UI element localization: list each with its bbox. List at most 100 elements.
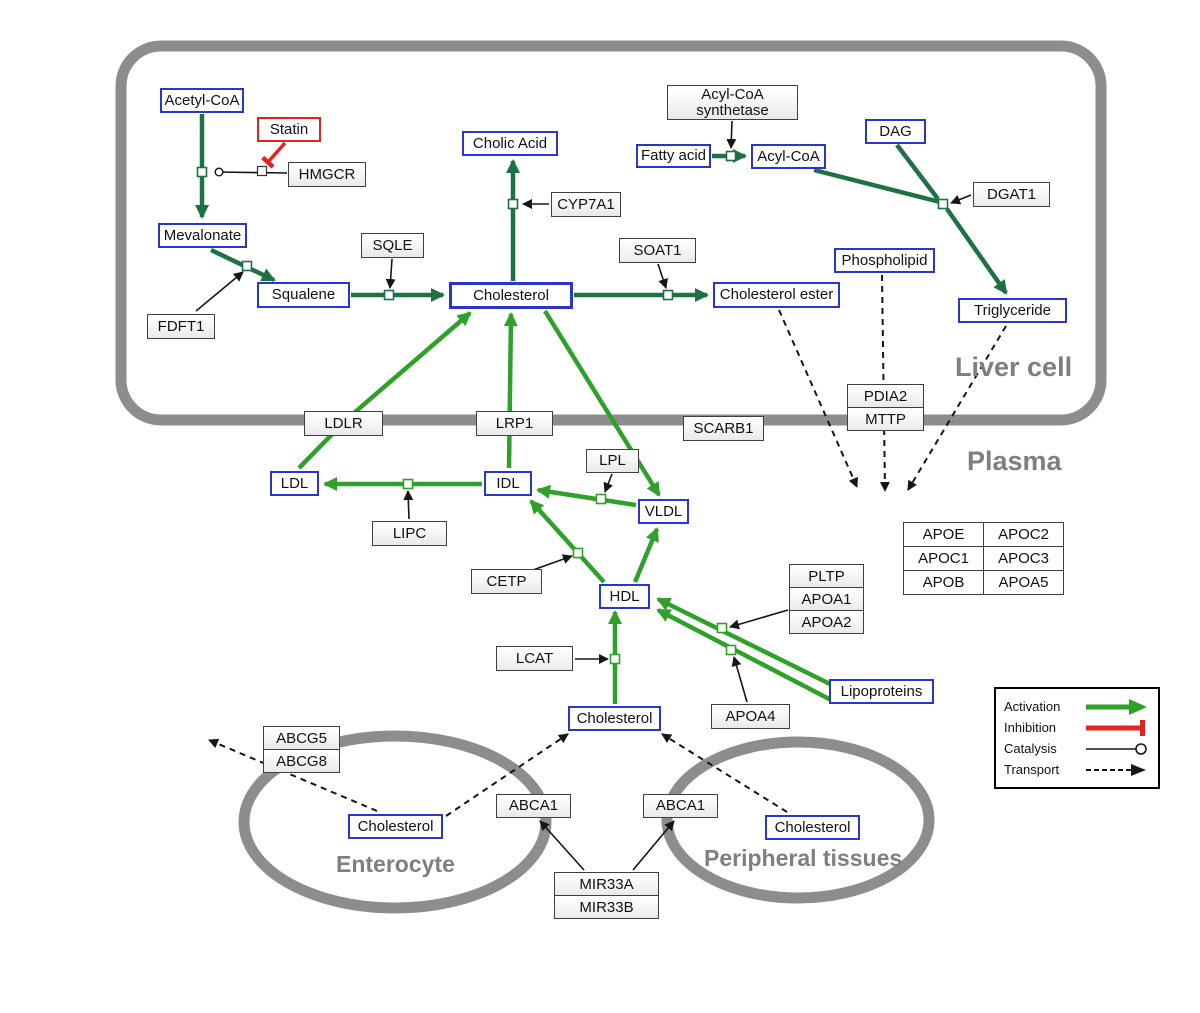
node-cholesterol-ester[interactable]: Cholesterol ester: [713, 282, 840, 308]
peripheral-tissues-label: Peripheral tissues: [704, 845, 903, 871]
node-dgat1[interactable]: DGAT1: [973, 182, 1050, 207]
node-cyp7a1[interactable]: CYP7A1: [551, 192, 621, 217]
peripheral-tissues-membrane: [661, 736, 935, 904]
node-apoc1[interactable]: APOC1: [903, 546, 984, 571]
edge-catalysis-lipc: [403, 490, 414, 520]
node-apoa5[interactable]: APOA5: [983, 570, 1064, 595]
node-mevalonate[interactable]: Mevalonate: [158, 223, 247, 248]
node-apob[interactable]: APOB: [903, 570, 984, 595]
edge-vldl-idl: [536, 484, 637, 508]
node-hmgcr[interactable]: HMGCR: [288, 162, 366, 187]
edge-cholesterol-vldl: [543, 309, 661, 497]
edge-mir33-abca1-left: [539, 820, 585, 871]
node-acyl-coa-synthetase[interactable]: Acyl-CoA synthetase: [667, 85, 798, 120]
node-fdft1[interactable]: FDFT1: [147, 314, 215, 339]
node-dag[interactable]: DAG: [865, 119, 926, 144]
node-squalene[interactable]: Squalene: [257, 282, 350, 308]
node-apoc2[interactable]: APOC2: [983, 522, 1064, 547]
node-abcg8[interactable]: ABCG8: [263, 749, 340, 773]
node-cholic-acid[interactable]: Cholic Acid: [462, 131, 558, 156]
edge-transport-abcg-efflux: [208, 738, 378, 812]
node-lrp1[interactable]: LRP1: [476, 411, 553, 436]
node-apoa2[interactable]: APOA2: [789, 610, 864, 634]
liver-cell-label: Liver cell: [955, 352, 1073, 382]
edge-lipoproteins-hdl-upper: [656, 596, 831, 687]
node-scarb1[interactable]: SCARB1: [683, 416, 764, 441]
edge-hdl-vldl: [632, 527, 660, 583]
edge-transport-peripheral-cholesterol: [661, 733, 788, 813]
transport-dashed-arrow-icon: [1086, 763, 1146, 776]
node-ldlr[interactable]: LDLR: [304, 411, 383, 436]
statin-anchor-node: [256, 165, 268, 177]
edge-transport-phospholipid: [879, 274, 890, 492]
node-lipoproteins[interactable]: Lipoproteins: [829, 679, 934, 704]
node-fatty-acid[interactable]: Fatty acid: [636, 144, 711, 168]
edge-catalysis-fdft1: [195, 271, 244, 312]
edge-catalysis-soat1: [657, 263, 668, 289]
node-cetp[interactable]: CETP: [471, 569, 542, 594]
node-cholesterol-plasma[interactable]: Cholesterol: [568, 706, 661, 731]
legend-inhibition-label: Inhibition: [1004, 720, 1057, 735]
node-cholesterol-peripheral[interactable]: Cholesterol: [765, 815, 860, 840]
node-statin[interactable]: Statin: [257, 117, 321, 142]
node-acetyl-coa[interactable]: Acetyl-CoA: [160, 88, 244, 113]
edge-ldl-ldlr-cholesterol: [297, 311, 472, 470]
node-triglyceride[interactable]: Triglyceride: [958, 298, 1067, 323]
legend-transport-label: Transport: [1004, 762, 1060, 777]
legend-row-activation: Activation: [1004, 696, 1150, 717]
liver-cell-membrane: [115, 40, 1107, 426]
edge-transport-enterocyte-cholesterol: [445, 733, 569, 817]
node-mttp[interactable]: MTTP: [847, 407, 924, 431]
node-cholesterol-liver[interactable]: Cholesterol: [449, 282, 573, 309]
edge-catalysis-acylcoa-synthetase: [726, 120, 737, 149]
node-soat1[interactable]: SOAT1: [619, 238, 696, 263]
node-apoc3[interactable]: APOC3: [983, 546, 1064, 571]
node-hdl[interactable]: HDL: [599, 584, 650, 609]
stack-pltp-apoa1-apoa2: PLTP APOA1 APOA2: [789, 564, 864, 634]
edge-idl-lrp1-cholesterol: [503, 312, 518, 469]
stack-mir33a-mir33b: MIR33A MIR33B: [554, 872, 659, 919]
node-abcg5[interactable]: ABCG5: [263, 726, 340, 750]
edge-catalysis-pltp-apoa: [729, 609, 789, 630]
edge-acylcoa-junction: [813, 167, 941, 205]
edge-hdl-idl-cetp: [529, 499, 606, 584]
catalysis-circle-icon: [1086, 742, 1147, 755]
node-pdia2[interactable]: PDIA2: [847, 384, 924, 408]
node-pltp[interactable]: PLTP: [789, 564, 864, 588]
node-ldl[interactable]: LDL: [270, 471, 319, 496]
node-acyl-coa[interactable]: Acyl-CoA: [751, 144, 826, 169]
enterocyte-label: Enterocyte: [336, 851, 455, 877]
node-lpl[interactable]: LPL: [586, 449, 639, 473]
node-abca1-peripheral[interactable]: ABCA1: [643, 794, 718, 818]
node-apoa1[interactable]: APOA1: [789, 587, 864, 611]
legend-activation-label: Activation: [1004, 699, 1061, 714]
edge-dag-junction: [895, 143, 940, 201]
node-apoe[interactable]: APOE: [903, 522, 984, 547]
apolipoprotein-table: APOE APOC2 APOC1 APOC3 APOB APOA5: [903, 522, 1064, 595]
edge-catalysis-cetp: [532, 554, 573, 571]
node-idl[interactable]: IDL: [484, 471, 532, 496]
edge-mir33-abca1-right: [632, 820, 675, 871]
node-abca1-enterocyte[interactable]: ABCA1: [496, 794, 571, 818]
legend-row-catalysis: Catalysis: [1004, 738, 1150, 759]
node-mir33a[interactable]: MIR33A: [554, 872, 659, 896]
node-phospholipid[interactable]: Phospholipid: [834, 248, 935, 273]
node-apoa4[interactable]: APOA4: [711, 704, 790, 729]
edge-lipoproteins-hdl-lower: [656, 608, 835, 703]
legend-catalysis-label: Catalysis: [1004, 741, 1057, 756]
edge-transport-triglyceride: [907, 325, 1007, 491]
edge-transport-cholesterolester: [778, 309, 858, 488]
node-sqle[interactable]: SQLE: [361, 233, 424, 258]
node-cholesterol-enterocyte[interactable]: Cholesterol: [348, 814, 443, 839]
node-vldl[interactable]: VLDL: [638, 499, 689, 524]
stack-pdia2-mttp: PDIA2 MTTP: [847, 384, 924, 431]
node-mir33b[interactable]: MIR33B: [554, 895, 659, 919]
activation-arrow-icon: [1086, 698, 1147, 715]
node-lcat[interactable]: LCAT: [496, 646, 573, 671]
edge-catalysis-sqle: [385, 258, 396, 289]
edge-catalysis-lpl: [603, 473, 613, 493]
node-lipc[interactable]: LIPC: [372, 521, 447, 546]
edge-catalysis-hmgcr: [214, 167, 288, 177]
